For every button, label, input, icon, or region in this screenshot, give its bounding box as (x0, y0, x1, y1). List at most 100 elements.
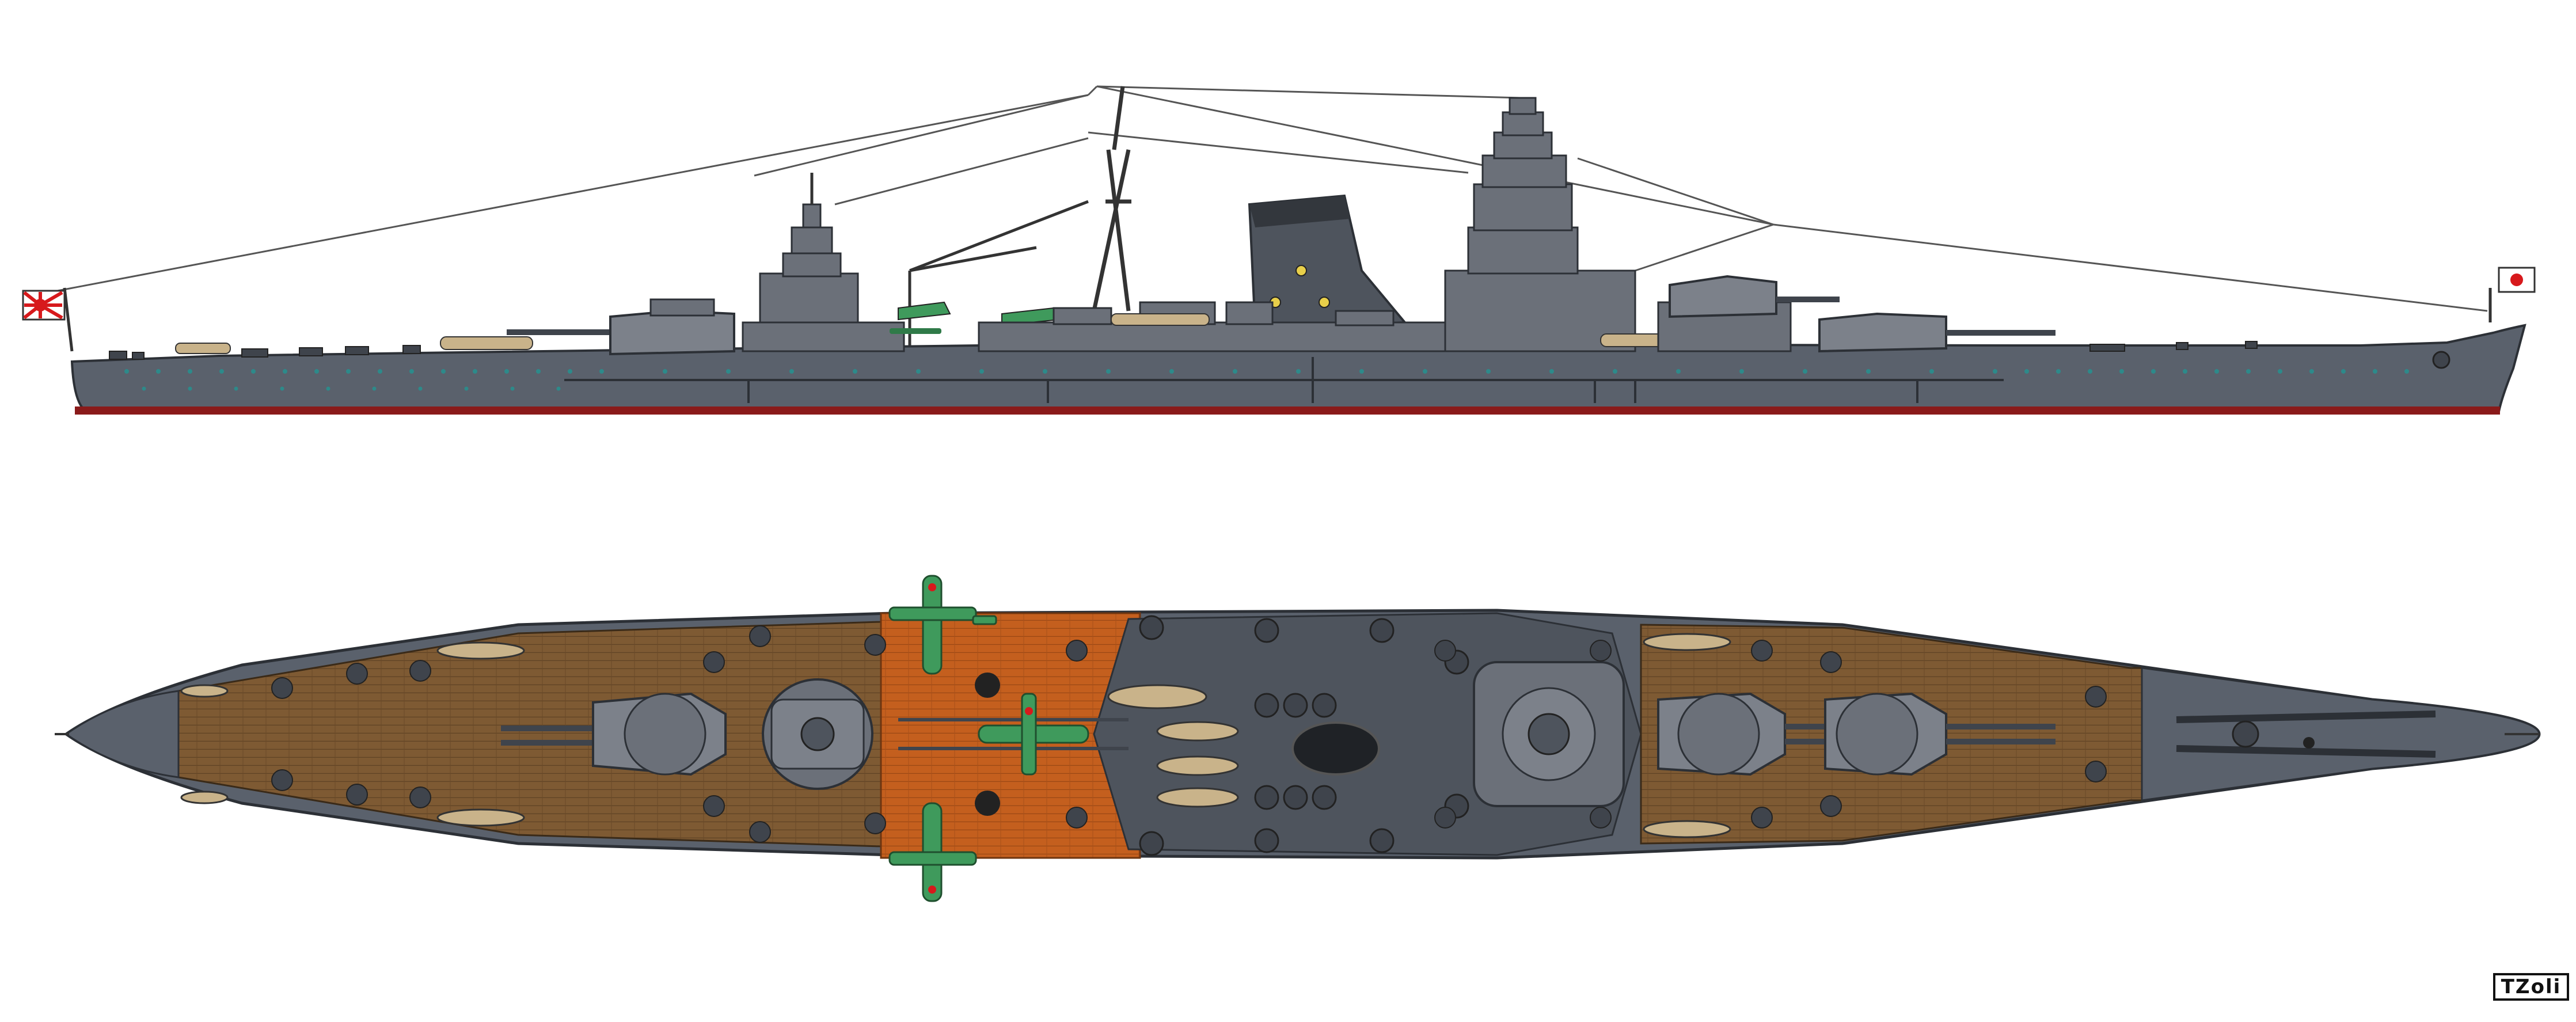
aa-mount (1283, 693, 1308, 718)
bow-deck-gear (2089, 341, 2258, 352)
forward-turret-plan-2 (1824, 692, 2056, 776)
porthole (219, 369, 224, 374)
forward-turret-1-side (1657, 275, 1840, 352)
aa-mount (1254, 693, 1279, 718)
porthole (2183, 369, 2187, 374)
porthole (251, 369, 256, 374)
floatplane-side-1 (890, 301, 951, 334)
porthole (2214, 369, 2219, 374)
deck-mount (864, 812, 886, 834)
hinomaru-jack-icon (2488, 267, 2536, 322)
porthole (1803, 369, 1807, 374)
side-profile-view (22, 85, 2536, 415)
aa-mount (1254, 785, 1279, 810)
porthole (378, 369, 382, 374)
porthole (372, 386, 377, 391)
main-mast-side (1092, 86, 1131, 311)
porthole (188, 369, 192, 374)
deck-mount (346, 663, 368, 685)
porthole (418, 386, 423, 391)
porthole (1993, 369, 1997, 374)
deck-mount (271, 677, 293, 699)
deck-mount (1751, 807, 1773, 829)
aa-mount (1139, 831, 1164, 856)
porthole (326, 386, 330, 391)
porthole (2373, 369, 2377, 374)
aa-mount (1312, 785, 1337, 810)
porthole (2088, 369, 2092, 374)
porthole (1549, 369, 1554, 374)
porthole (1866, 369, 1871, 374)
deck-mount (1751, 640, 1773, 662)
porthole (568, 369, 572, 374)
porthole (789, 369, 794, 374)
porthole (726, 369, 731, 374)
deck-mount (271, 769, 293, 791)
porthole (1169, 369, 1174, 374)
boat-midships-side (1111, 313, 1210, 326)
deck-mount (749, 821, 771, 843)
aa-mount (1312, 693, 1337, 718)
hull-seams (747, 357, 1918, 403)
catapults-plan (898, 718, 1129, 750)
portholes (124, 369, 2409, 391)
porthole (504, 369, 509, 374)
funnel-plan (1291, 721, 1380, 776)
deck-mount (409, 787, 431, 808)
aa-mount (1254, 618, 1279, 643)
boat-stern-side (175, 343, 231, 354)
porthole (1676, 369, 1681, 374)
bow-anchor (2432, 351, 2450, 369)
floatplane-plan-top (888, 575, 997, 675)
deck-mount (1820, 651, 1842, 673)
deck-mount (409, 660, 431, 682)
porthole (599, 369, 604, 374)
porthole (2119, 369, 2124, 374)
turntable-fwd (975, 791, 1000, 816)
aa-mount (1369, 618, 1395, 643)
aft-turret-plan-1 (501, 692, 727, 776)
porthole (1043, 369, 1047, 374)
deck-mount (1434, 640, 1456, 662)
porthole (156, 369, 161, 374)
rising-sun-ensign-icon (22, 287, 74, 352)
stern-deck-gear (109, 345, 421, 360)
porthole (1106, 369, 1111, 374)
rigging-wires (57, 85, 2488, 312)
deck-mount (703, 651, 725, 673)
artist-signature: TZoli (2493, 973, 2569, 1001)
porthole (2151, 369, 2156, 374)
porthole (473, 369, 477, 374)
porthole (916, 369, 921, 374)
aa-mount (1369, 828, 1395, 853)
bow-forecastle-plan (2141, 667, 2540, 801)
deck-mount (2085, 686, 2107, 708)
porthole (2341, 369, 2346, 374)
deck-mount (1066, 640, 1088, 662)
aa-mounts-midships (1139, 615, 1469, 856)
porthole (979, 369, 984, 374)
porthole (663, 369, 667, 374)
turntable-aft (975, 673, 1000, 698)
deck-mount (1434, 807, 1456, 829)
porthole (142, 386, 146, 391)
porthole (853, 369, 857, 374)
porthole (2024, 369, 2029, 374)
deck-fittings-plan (271, 625, 2107, 843)
porthole (2309, 369, 2314, 374)
porthole (1423, 369, 1427, 374)
porthole (2246, 369, 2251, 374)
porthole (2056, 369, 2061, 374)
deck-mount (1066, 807, 1088, 829)
bridge-plan (1473, 661, 1625, 807)
aa-mount (1283, 785, 1308, 810)
deck-mount (703, 795, 725, 817)
porthole (1929, 369, 1934, 374)
porthole (124, 369, 129, 374)
aa-mount (1139, 615, 1164, 640)
deck-mount (346, 784, 368, 806)
forward-turret-2-side (1818, 312, 2056, 353)
floatplane-plan-bottom (888, 802, 977, 902)
aft-superstructure-side (742, 173, 905, 352)
boot-topping (75, 406, 2500, 415)
